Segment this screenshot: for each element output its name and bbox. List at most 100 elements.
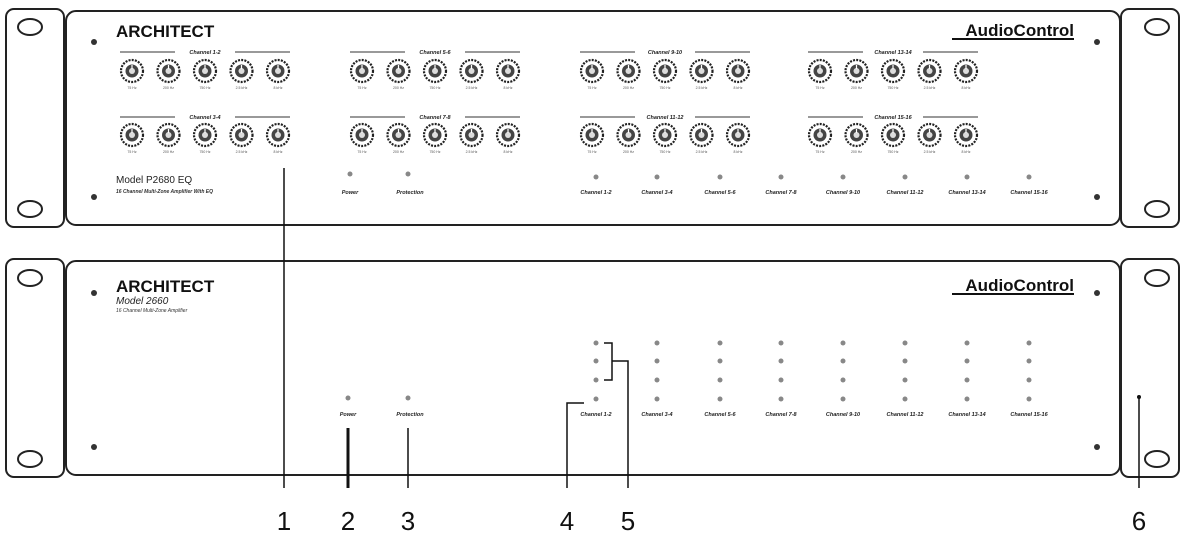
eq-knob-center bbox=[129, 132, 135, 138]
eq-knob[interactable]: 75 Hz bbox=[807, 58, 833, 90]
eq-knob-label: 2.5 kHz bbox=[466, 150, 478, 154]
eq-knob-label: 2.5 kHz bbox=[924, 150, 936, 154]
eq-knob[interactable]: 8 kHz bbox=[953, 122, 979, 154]
eq-knob[interactable]: 75 Hz bbox=[807, 122, 833, 154]
eq-knob[interactable]: 8 kHz bbox=[265, 58, 291, 90]
eq-knob[interactable]: 75 Hz bbox=[349, 122, 375, 154]
channel-led bbox=[1026, 340, 1032, 346]
eq-group-label: Channel 5-6 bbox=[419, 50, 451, 56]
eq-knob[interactable]: 2.5 kHz bbox=[229, 122, 254, 154]
eq-knob-label: 200 Hz bbox=[623, 150, 634, 154]
eq-group-label-bg bbox=[405, 113, 465, 120]
channel-led bbox=[778, 358, 784, 364]
channel-label: Channel 9-10 bbox=[826, 412, 860, 418]
eq-knob-center bbox=[505, 132, 511, 138]
eq-knob[interactable]: 8 kHz bbox=[725, 122, 751, 154]
eq-knob[interactable]: 750 Hz bbox=[192, 58, 218, 90]
eq-knob[interactable]: 200 Hz bbox=[156, 58, 181, 90]
eq-knob-center bbox=[202, 68, 208, 74]
eq-knob[interactable]: 200 Hz bbox=[844, 58, 869, 90]
top-left-mount-hole-upper bbox=[17, 18, 43, 36]
eq-knob[interactable]: 200 Hz bbox=[386, 122, 411, 154]
top-right-mount-hole-lower bbox=[1144, 200, 1170, 218]
eq-knob[interactable]: 8 kHz bbox=[265, 122, 291, 154]
eq-knob[interactable]: 200 Hz bbox=[616, 58, 641, 90]
eq-knob[interactable]: 750 Hz bbox=[880, 58, 906, 90]
eq-knob-label: 2.5 kHz bbox=[466, 86, 478, 90]
eq-knob-center bbox=[129, 68, 135, 74]
eq-knob[interactable]: 750 Hz bbox=[652, 122, 678, 154]
channel-label: Channel 5-6 bbox=[704, 190, 736, 196]
bottom-model-number: Model 2660 bbox=[116, 296, 169, 307]
eq-knob[interactable]: 2.5 kHz bbox=[459, 58, 484, 90]
eq-knob[interactable]: 200 Hz bbox=[844, 122, 869, 154]
bottom-left-mount-hole-lower bbox=[17, 450, 43, 468]
channel-label: Channel 13-14 bbox=[948, 412, 985, 418]
eq-knob[interactable]: 200 Hz bbox=[386, 58, 411, 90]
eq-knob-center bbox=[735, 68, 741, 74]
eq-knob-center bbox=[963, 132, 969, 138]
top-screw bbox=[91, 39, 97, 45]
bottom-channel-indicator: Channel 11-12 bbox=[887, 340, 923, 418]
top-model-subtitle: 16 Channel Multi-Zone Amplifier With EQ bbox=[116, 189, 213, 195]
eq-knob[interactable]: 2.5 kHz bbox=[229, 58, 254, 90]
eq-knob-center bbox=[238, 132, 245, 138]
eq-group-label: Channel 1-2 bbox=[189, 50, 220, 56]
channel-label: Channel 13-14 bbox=[948, 190, 985, 196]
channel-led bbox=[717, 358, 723, 364]
eq-knob[interactable]: 750 Hz bbox=[652, 58, 678, 90]
channel-label: Channel 15-16 bbox=[1010, 190, 1048, 196]
eq-knob[interactable]: 750 Hz bbox=[192, 122, 218, 154]
top-eq-knob-groups: Channel 1-2 75 Hz 200 Hz 750 Hz 2.5 kHz 8 kHz… bbox=[119, 48, 979, 154]
eq-knob-label: 8 kHz bbox=[734, 150, 743, 154]
callout-number-5: 5 bbox=[621, 506, 635, 536]
callout-number-6: 6 bbox=[1132, 506, 1146, 536]
eq-knob-center bbox=[735, 132, 741, 138]
channel-led bbox=[717, 377, 723, 383]
top-channel-indicator: Channel 15-16 bbox=[1010, 174, 1049, 196]
channel-led bbox=[593, 358, 599, 364]
eq-knob-label: 750 Hz bbox=[199, 150, 210, 154]
eq-knob[interactable]: 750 Hz bbox=[880, 122, 906, 154]
eq-knob-label: 8 kHz bbox=[504, 86, 513, 90]
eq-knob[interactable]: 8 kHz bbox=[495, 58, 521, 90]
eq-knob[interactable]: 2.5 kHz bbox=[689, 58, 714, 90]
eq-knob[interactable]: 750 Hz bbox=[422, 122, 448, 154]
eq-knob[interactable]: 2.5 kHz bbox=[689, 122, 714, 154]
channel-label: Channel 3-4 bbox=[641, 412, 672, 418]
eq-knob-label: 200 Hz bbox=[393, 86, 404, 90]
eq-knob[interactable]: 75 Hz bbox=[119, 122, 145, 154]
top-model-number: Model P2680 EQ bbox=[116, 175, 192, 186]
eq-knob-center bbox=[468, 68, 475, 74]
bottom-channel-indicator: Channel 7-8 bbox=[765, 340, 798, 418]
eq-knob-label: 75 Hz bbox=[587, 150, 596, 154]
eq-knob[interactable]: 2.5 kHz bbox=[459, 122, 484, 154]
eq-knob[interactable]: 75 Hz bbox=[579, 122, 605, 154]
eq-knob-center bbox=[890, 132, 896, 138]
eq-knob[interactable]: 8 kHz bbox=[725, 58, 751, 90]
eq-knob-center bbox=[202, 132, 208, 138]
eq-knob-label: 2.5 kHz bbox=[236, 150, 248, 154]
eq-knob[interactable]: 75 Hz bbox=[579, 58, 605, 90]
bottom-screw bbox=[91, 444, 97, 450]
eq-knob[interactable]: 8 kHz bbox=[495, 122, 521, 154]
eq-group-label-bg bbox=[635, 113, 695, 120]
eq-knob[interactable]: 750 Hz bbox=[422, 58, 448, 90]
eq-knob[interactable]: 200 Hz bbox=[156, 122, 181, 154]
eq-knob[interactable]: 8 kHz bbox=[953, 58, 979, 90]
callout-6-point bbox=[1137, 395, 1141, 399]
eq-knob[interactable]: 2.5 kHz bbox=[917, 58, 942, 90]
channel-led bbox=[1026, 377, 1032, 383]
channel-led bbox=[840, 396, 846, 402]
eq-knob[interactable]: 200 Hz bbox=[616, 122, 641, 154]
channel-led bbox=[654, 174, 660, 180]
top-amplifier-unit: ARCHITECT AudioControl Model P2680 EQ 16… bbox=[5, 8, 1180, 228]
eq-knob[interactable]: 2.5 kHz bbox=[917, 122, 942, 154]
eq-knob-label: 750 Hz bbox=[887, 150, 898, 154]
eq-knob[interactable]: 75 Hz bbox=[119, 58, 145, 90]
bottom-channel-indicator: Channel 15-16 bbox=[1010, 340, 1049, 418]
eq-knob[interactable]: 75 Hz bbox=[349, 58, 375, 90]
callout-number-2: 2 bbox=[341, 506, 355, 536]
